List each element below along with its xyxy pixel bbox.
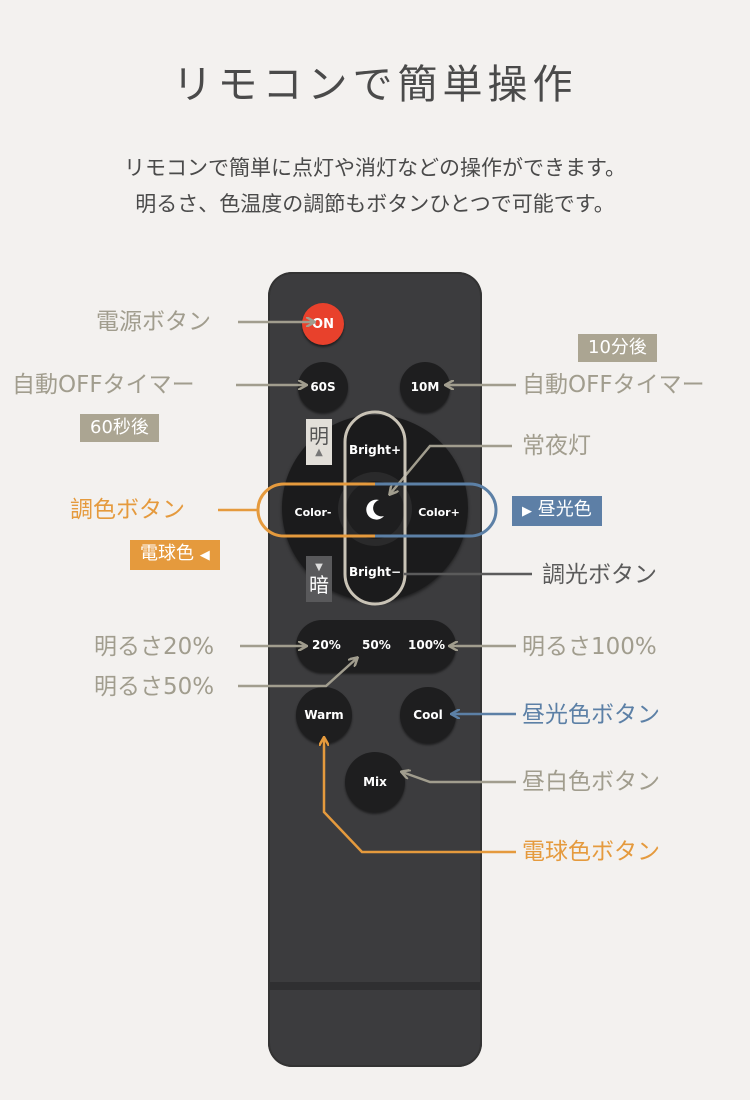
dark-side-marker: ▼ 暗 xyxy=(306,556,332,602)
triangle-right-icon: ▶ xyxy=(522,504,532,519)
tag-daylight: ▶ 昼光色 xyxy=(512,496,602,526)
triangle-left-icon: ◀ xyxy=(199,548,210,563)
bright-up-button[interactable]: Bright+ xyxy=(348,443,402,457)
tag-bulb-color: 電球色 ◀ xyxy=(130,540,220,570)
warm-button[interactable]: Warm xyxy=(296,687,352,743)
label-bright-100: 明るさ100% xyxy=(522,634,657,660)
bright50-callout-line xyxy=(238,658,357,688)
bulb-callout-line xyxy=(324,738,516,854)
dimmer-outline xyxy=(343,410,407,606)
timer-10m-button[interactable]: 10M xyxy=(400,362,450,412)
tag-60-seconds: 60秒後 xyxy=(80,414,159,442)
label-auto-off-right: 自動OFFタイマー xyxy=(522,372,705,398)
mix-callout-line xyxy=(402,772,516,784)
description-line-1: リモコンで簡単に点灯や消灯などの操作ができます。 xyxy=(124,156,626,180)
brightness-20-button[interactable]: 20% xyxy=(312,638,341,652)
description-line-2: 明るさ、色温度の調節もボタンひとつで可能です。 xyxy=(135,192,615,216)
dark-side-text: 暗 xyxy=(309,573,329,597)
label-dimmer: 調光ボタン xyxy=(542,562,657,588)
brightness-50-button[interactable]: 50% xyxy=(362,638,391,652)
brightness-100-button[interactable]: 100% xyxy=(408,638,446,652)
brightness-preset-pill: 20% 50% 100% xyxy=(296,620,456,672)
color-outline-warm xyxy=(256,482,375,538)
moon-icon xyxy=(366,499,384,520)
description: リモコンで簡単に点灯や消灯などの操作ができます。 明るさ、色温度の調節もボタンひ… xyxy=(0,150,750,222)
bright-side-text: 明 xyxy=(309,424,329,448)
bright-down-button[interactable]: Bright− xyxy=(348,565,402,579)
page-title: リモコンで簡単操作 xyxy=(172,62,578,108)
label-daywhite-button: 昼白色ボタン xyxy=(522,769,660,795)
label-daylight-button: 昼光色ボタン xyxy=(522,702,660,728)
color-plus-button[interactable]: Color+ xyxy=(418,505,460,519)
label-auto-off-left: 自動OFFタイマー xyxy=(12,372,195,398)
label-bright-50: 明るさ50% xyxy=(94,674,215,700)
triangle-up-icon: ▲ xyxy=(315,447,323,458)
label-bright-20: 明るさ20% xyxy=(94,634,215,660)
color-outline-cool xyxy=(375,482,498,538)
tag-daylight-text: 昼光色 xyxy=(537,499,592,520)
tag-10-minutes: 10分後 xyxy=(578,334,657,362)
night-light-callout-line xyxy=(390,444,512,494)
label-bulb-button: 電球色ボタン xyxy=(522,839,660,865)
triangle-down-icon: ▼ xyxy=(315,562,323,573)
label-night-light: 常夜灯 xyxy=(522,433,591,459)
tag-bulb-color-text: 電球色 xyxy=(140,543,194,564)
color-minus-button[interactable]: Color- xyxy=(294,505,332,519)
bright-side-marker: 明 ▲ xyxy=(306,419,332,465)
cool-button[interactable]: Cool xyxy=(400,687,456,743)
label-color-button: 調色ボタン xyxy=(70,497,185,523)
mix-button[interactable]: Mix xyxy=(345,752,405,812)
remote-band xyxy=(270,982,480,990)
label-power: 電源ボタン xyxy=(96,309,211,335)
